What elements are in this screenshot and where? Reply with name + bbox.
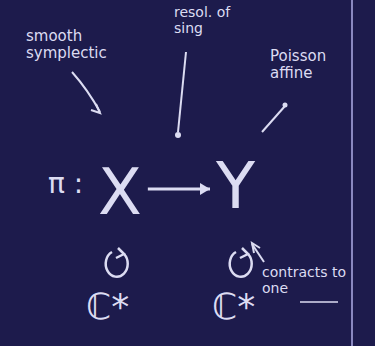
leader-line <box>252 244 264 262</box>
node-text: X <box>98 160 142 224</box>
leader-head <box>252 243 260 253</box>
leader-head <box>91 104 100 113</box>
leader-line <box>262 106 285 132</box>
leader-dot <box>175 132 181 138</box>
annotation: resol. of sing <box>174 4 238 36</box>
annotation: Poisson affine <box>270 48 342 83</box>
underline <box>300 301 338 303</box>
leader-line <box>72 72 100 112</box>
map-arrow <box>148 183 210 195</box>
circle-arrow-head <box>116 248 124 258</box>
circle-arrow <box>230 252 252 277</box>
node-text: Y <box>216 154 255 218</box>
map-name: π : <box>48 168 98 200</box>
annotation: smooth symplectic <box>26 28 126 63</box>
leader-dot <box>283 103 288 108</box>
space-letter: X <box>94 158 146 226</box>
leader-line <box>178 52 186 132</box>
board-edge <box>351 0 353 346</box>
space-letter: Y <box>212 152 259 220</box>
group-symbol: ℂ* <box>86 286 156 327</box>
circle-arrow <box>106 252 128 277</box>
annotation: contracts to one <box>262 264 348 296</box>
arrow-head <box>200 183 210 195</box>
circle-arrow-head <box>240 248 248 258</box>
